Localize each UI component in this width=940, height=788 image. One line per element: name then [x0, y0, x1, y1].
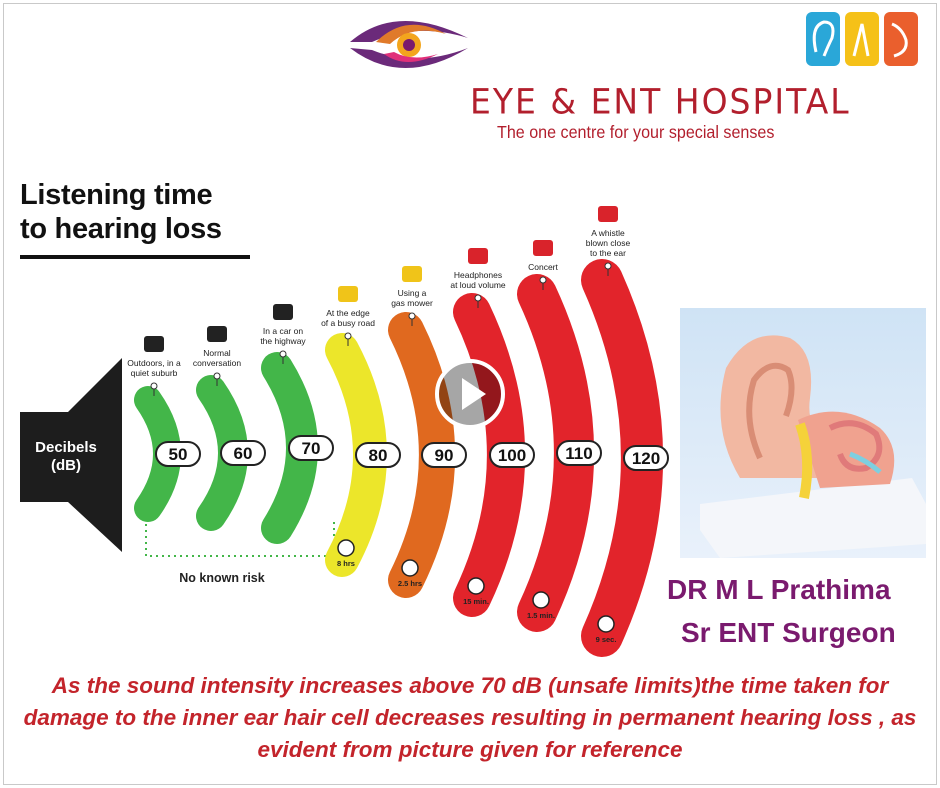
doctor-name: DR M L Prathima	[667, 574, 891, 605]
source-label-120: A whistle	[591, 228, 625, 238]
db-value-50: 50	[169, 445, 188, 464]
connector-dot-80	[344, 332, 352, 340]
db-value-120: 120	[632, 449, 660, 468]
eye-ear-nose-logo	[806, 12, 918, 66]
connector-dot-110	[539, 276, 547, 284]
source-label-70: the highway	[260, 336, 306, 346]
source-label-80: At the edge	[326, 308, 370, 318]
source-icon-90	[402, 266, 422, 282]
db-value-80: 80	[369, 446, 388, 465]
source-label-120: blown close	[586, 238, 631, 248]
exposure-time-120: 9 sec.	[596, 635, 617, 644]
connector-dot-120	[604, 262, 612, 270]
db-value-110: 110	[565, 444, 592, 463]
source-icon-70	[273, 304, 293, 320]
db-value-90: 90	[435, 446, 454, 465]
source-label-100: Headphones	[454, 270, 502, 280]
db-value-100: 100	[498, 446, 526, 465]
exposure-time-100: 15 min.	[463, 597, 489, 606]
db-pill-100	[489, 442, 535, 468]
hospital-logo	[350, 20, 468, 68]
source-label-120: to the ear	[590, 248, 626, 258]
db-pill-70	[288, 435, 334, 461]
source-label-50: Outdoors, in a	[127, 358, 181, 368]
clock-icon	[597, 615, 615, 633]
chart-title-line2: to hearing loss	[20, 213, 222, 245]
safe-zone-label: No known risk	[179, 571, 264, 585]
connector-dot-60	[213, 372, 221, 380]
source-label-110: Concert	[528, 262, 558, 272]
safe-zone-bracket	[145, 506, 335, 557]
clock-icon	[401, 559, 419, 577]
source-icon-60	[207, 326, 227, 342]
exposure-time-90: 2.5 hrs	[398, 579, 422, 588]
db-value-70: 70	[302, 439, 321, 458]
hospital-name: EYE & ENT HOSPITAL	[470, 81, 851, 122]
db-pill-110	[556, 440, 602, 466]
db-pill-90	[421, 442, 467, 468]
source-icon-110	[533, 240, 553, 256]
source-label-60: conversation	[193, 358, 241, 368]
source-label-90: Using a	[398, 288, 427, 298]
db-pill-50	[155, 441, 201, 467]
doctor-title: Sr ENT Surgeon	[681, 617, 896, 648]
source-label-50: quiet suburb	[131, 368, 178, 378]
db-pill-80	[355, 442, 401, 468]
source-label-90: gas mower	[391, 298, 433, 308]
db-value-60: 60	[234, 444, 253, 463]
hospital-tagline: The one centre for your special senses	[497, 122, 775, 142]
exposure-time-110: 1.5 min.	[527, 611, 555, 620]
clock-icon	[337, 539, 355, 557]
db-pill-120	[623, 445, 669, 471]
speaker-label-line1: Decibels	[35, 439, 97, 456]
clock-icon	[467, 577, 485, 595]
source-label-70: In a car on	[263, 326, 303, 336]
db-pill-60	[220, 440, 266, 466]
source-icon-100	[468, 248, 488, 264]
play-button[interactable]	[434, 358, 506, 430]
title-underline	[20, 255, 250, 259]
chart-title: Listening time to hearing loss	[20, 178, 222, 246]
connector-dot-50	[150, 382, 158, 390]
source-icon-80	[338, 286, 358, 302]
source-icon-50	[144, 336, 164, 352]
page-border	[3, 3, 937, 785]
ear-model-image	[680, 308, 926, 558]
speaker-icon	[20, 358, 122, 552]
exposure-time-80: 8 hrs	[337, 559, 355, 568]
speaker-label-line2: (dB)	[51, 457, 81, 474]
source-label-80: of a busy road	[321, 318, 375, 328]
connector-dot-100	[474, 294, 482, 302]
caption-text: As the sound intensity increases above 7…	[23, 673, 917, 762]
chart-title-line1: Listening time	[20, 179, 213, 211]
decibel-diagram: Decibels (dB) No known risk 50 Outdoors, …	[20, 206, 669, 657]
connector-dot-70	[279, 350, 287, 358]
connector-dot-90	[408, 312, 416, 320]
source-label-60: Normal	[203, 348, 231, 358]
clock-icon	[532, 591, 550, 609]
source-label-100: at loud volume	[450, 280, 506, 290]
source-icon-120	[598, 206, 618, 222]
